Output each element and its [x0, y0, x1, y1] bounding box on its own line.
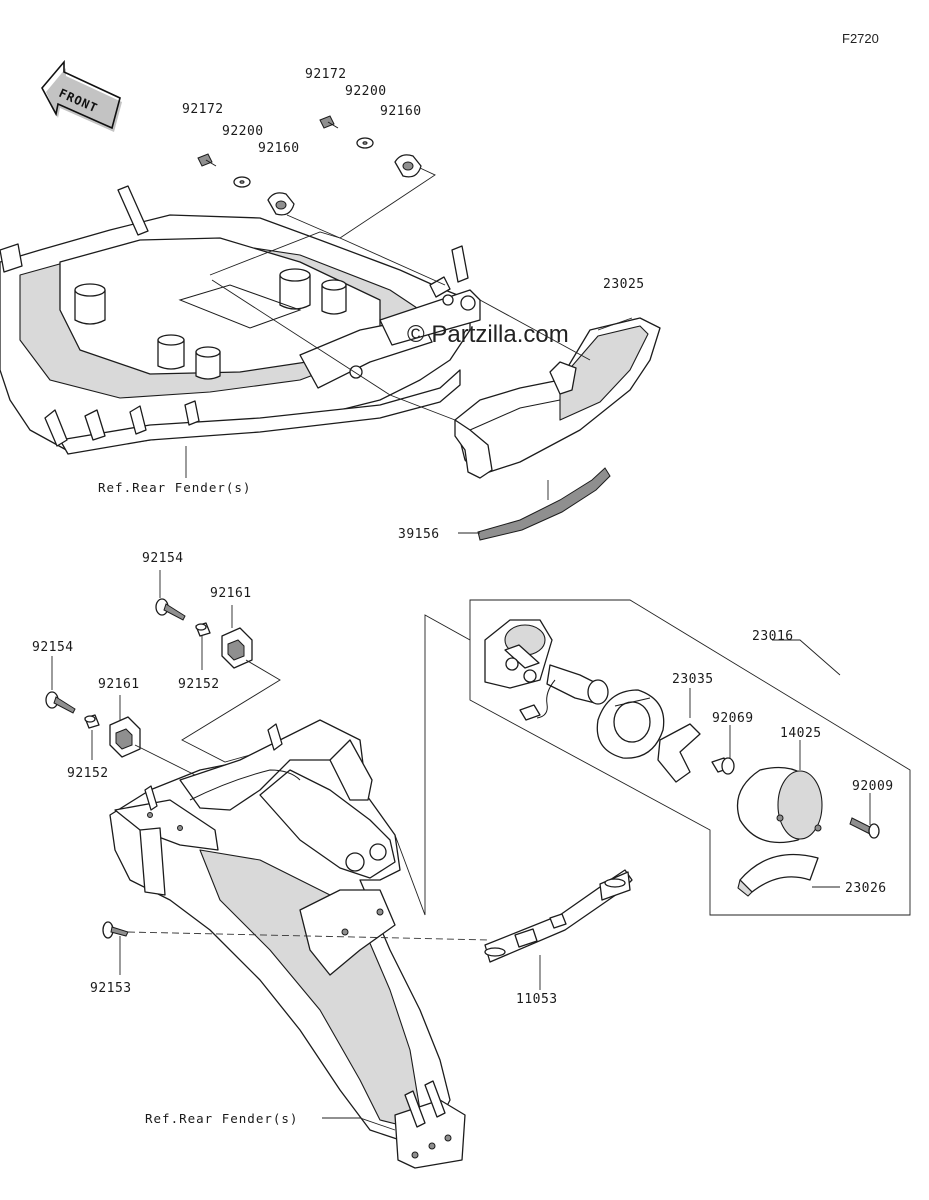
collar-92152-b: [84, 714, 100, 729]
trim-strip-39156: [477, 467, 611, 541]
clip-23035: [657, 723, 701, 783]
label-23025: 23025: [603, 277, 645, 292]
label-11053: 11053: [516, 992, 558, 1007]
bulb-socket: [519, 664, 609, 721]
license-bracket-11053: [484, 869, 633, 963]
label-92161-a: 92161: [210, 586, 252, 601]
screw-92154-a: [155, 598, 186, 621]
label-39156: 39156: [398, 527, 440, 542]
label-92152-b: 92152: [67, 766, 109, 781]
bottom-left-leader-lines: [51, 570, 541, 1131]
label-23026: 23026: [845, 881, 887, 896]
label-92172-a: 92172: [182, 102, 224, 117]
watermark: © Partzilla.com: [407, 321, 569, 348]
lens-ring: [596, 689, 665, 759]
label-92154-a: 92154: [142, 551, 184, 566]
grommet-92161-b: [109, 716, 141, 758]
cover-23026: [737, 853, 819, 897]
ref-rear-fender-top: Ref.Rear Fender(s): [98, 480, 251, 495]
assembly-box-23016: [469, 599, 911, 916]
washer-92200-b: [356, 137, 374, 149]
label-92152-a: 92152: [178, 677, 220, 692]
screw-92069: [711, 757, 735, 775]
grommet-92160-a: [267, 192, 295, 216]
figure-code: F2720: [842, 31, 879, 46]
screw-92154-b: [45, 691, 76, 714]
grommet-92160-b: [394, 154, 422, 178]
collar-92152-a: [195, 622, 211, 637]
label-92200-b: 92200: [345, 84, 387, 99]
label-14025: 14025: [780, 726, 822, 741]
top-leader-lines: [185, 167, 633, 534]
label-92200-a: 92200: [222, 124, 264, 139]
screw-92153: [102, 921, 129, 939]
label-23016: 23016: [752, 629, 794, 644]
label-23035: 23035: [672, 672, 714, 687]
rear-fender-assembly: [109, 719, 466, 1169]
tail-cowl-assembly: [0, 185, 481, 455]
fastener-92172-a: [197, 153, 217, 167]
washer-92200-a: [233, 176, 251, 188]
label-92069: 92069: [712, 711, 754, 726]
label-92160-b: 92160: [380, 104, 422, 119]
label-92161-b: 92161: [98, 677, 140, 692]
grommet-92161-a: [221, 627, 253, 669]
front-arrow-icon: FRONT: [41, 59, 122, 132]
label-92009: 92009: [852, 779, 894, 794]
bottom-right-leader-lines: [689, 639, 871, 888]
label-92153: 92153: [90, 981, 132, 996]
ref-rear-fender-bottom: Ref.Rear Fender(s): [145, 1111, 298, 1126]
screw-92009: [849, 817, 880, 839]
lens-14025: [736, 766, 823, 844]
light-housing: [484, 619, 553, 689]
fastener-92172-b: [319, 115, 339, 129]
label-92160-a: 92160: [258, 141, 300, 156]
label-92172-b: 92172: [305, 67, 347, 82]
label-92154-b: 92154: [32, 640, 74, 655]
tail-cover-23025: [454, 317, 661, 479]
